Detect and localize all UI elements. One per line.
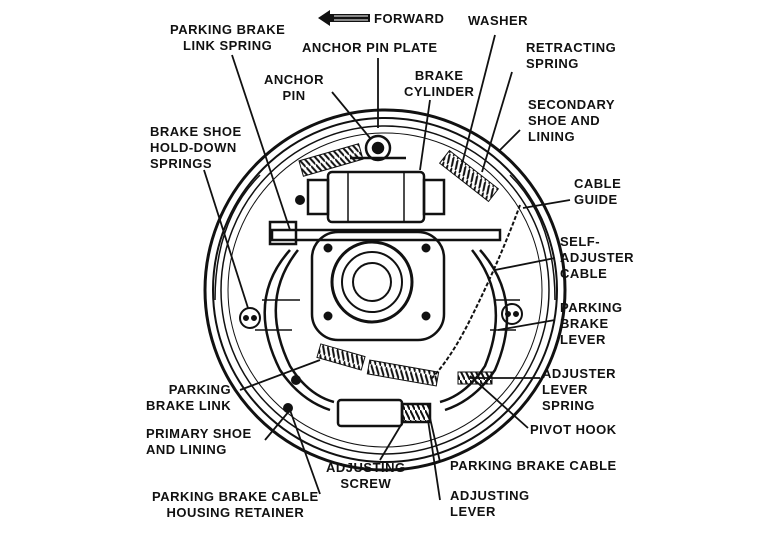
leader-lines: [203, 34, 571, 501]
hold-down-springs-label: BRAKE SHOE HOLD-DOWN SPRINGS: [150, 124, 242, 171]
brake-shoes: [255, 249, 520, 412]
hub: [310, 230, 446, 342]
hold-down-springs: [239, 195, 523, 413]
adjusting-lever-label: ADJUSTING LEVER: [450, 488, 530, 519]
retracting-spring-label: RETRACTING SPRING: [526, 40, 617, 71]
forward-label: FORWARD: [374, 11, 445, 26]
parking-brake-link-label: PARKING BRAKE LINK: [146, 382, 232, 413]
self-adjuster-cable-label: SELF- ADJUSTER CABLE: [560, 234, 635, 281]
forward-arrow-icon: [318, 10, 370, 26]
self-adjuster-cable: [429, 204, 521, 381]
parking-brake-lever-label: PARKING BRAKE LEVER: [560, 300, 623, 347]
washer-label: WASHER: [468, 13, 529, 28]
wheel-cylinder: [306, 170, 446, 224]
brake-cylinder-label: BRAKE CYLINDER: [404, 68, 475, 99]
anchor-pin-label: ANCHOR PIN: [264, 72, 325, 103]
backing-plate: [203, 108, 567, 472]
secondary-shoe-label: SECONDARY SHOE AND LINING: [528, 97, 616, 144]
parking-brake-link-spring-label: PARKING BRAKE LINK SPRING: [170, 22, 286, 53]
adjuster-lever-spring-label: ADJUSTER LEVER SPRING: [542, 366, 617, 413]
springs: [298, 143, 500, 387]
parking-brake-cable-label: PARKING BRAKE CABLE: [450, 458, 617, 473]
primary-shoe-label: PRIMARY SHOE AND LINING: [146, 426, 252, 457]
adjusting-screw: [336, 398, 432, 428]
anchor-pin-plate-label: ANCHOR PIN PLATE: [302, 40, 438, 55]
pivot-hook-label: PIVOT HOOK: [530, 422, 617, 437]
housing-retainer-label: PARKING BRAKE CABLE HOUSING RETAINER: [152, 489, 319, 520]
cable-guide-label: CABLE GUIDE: [574, 176, 622, 207]
adjusting-screw-label: ADJUSTING SCREW: [326, 460, 406, 491]
parking-brake-strut: [268, 220, 502, 246]
